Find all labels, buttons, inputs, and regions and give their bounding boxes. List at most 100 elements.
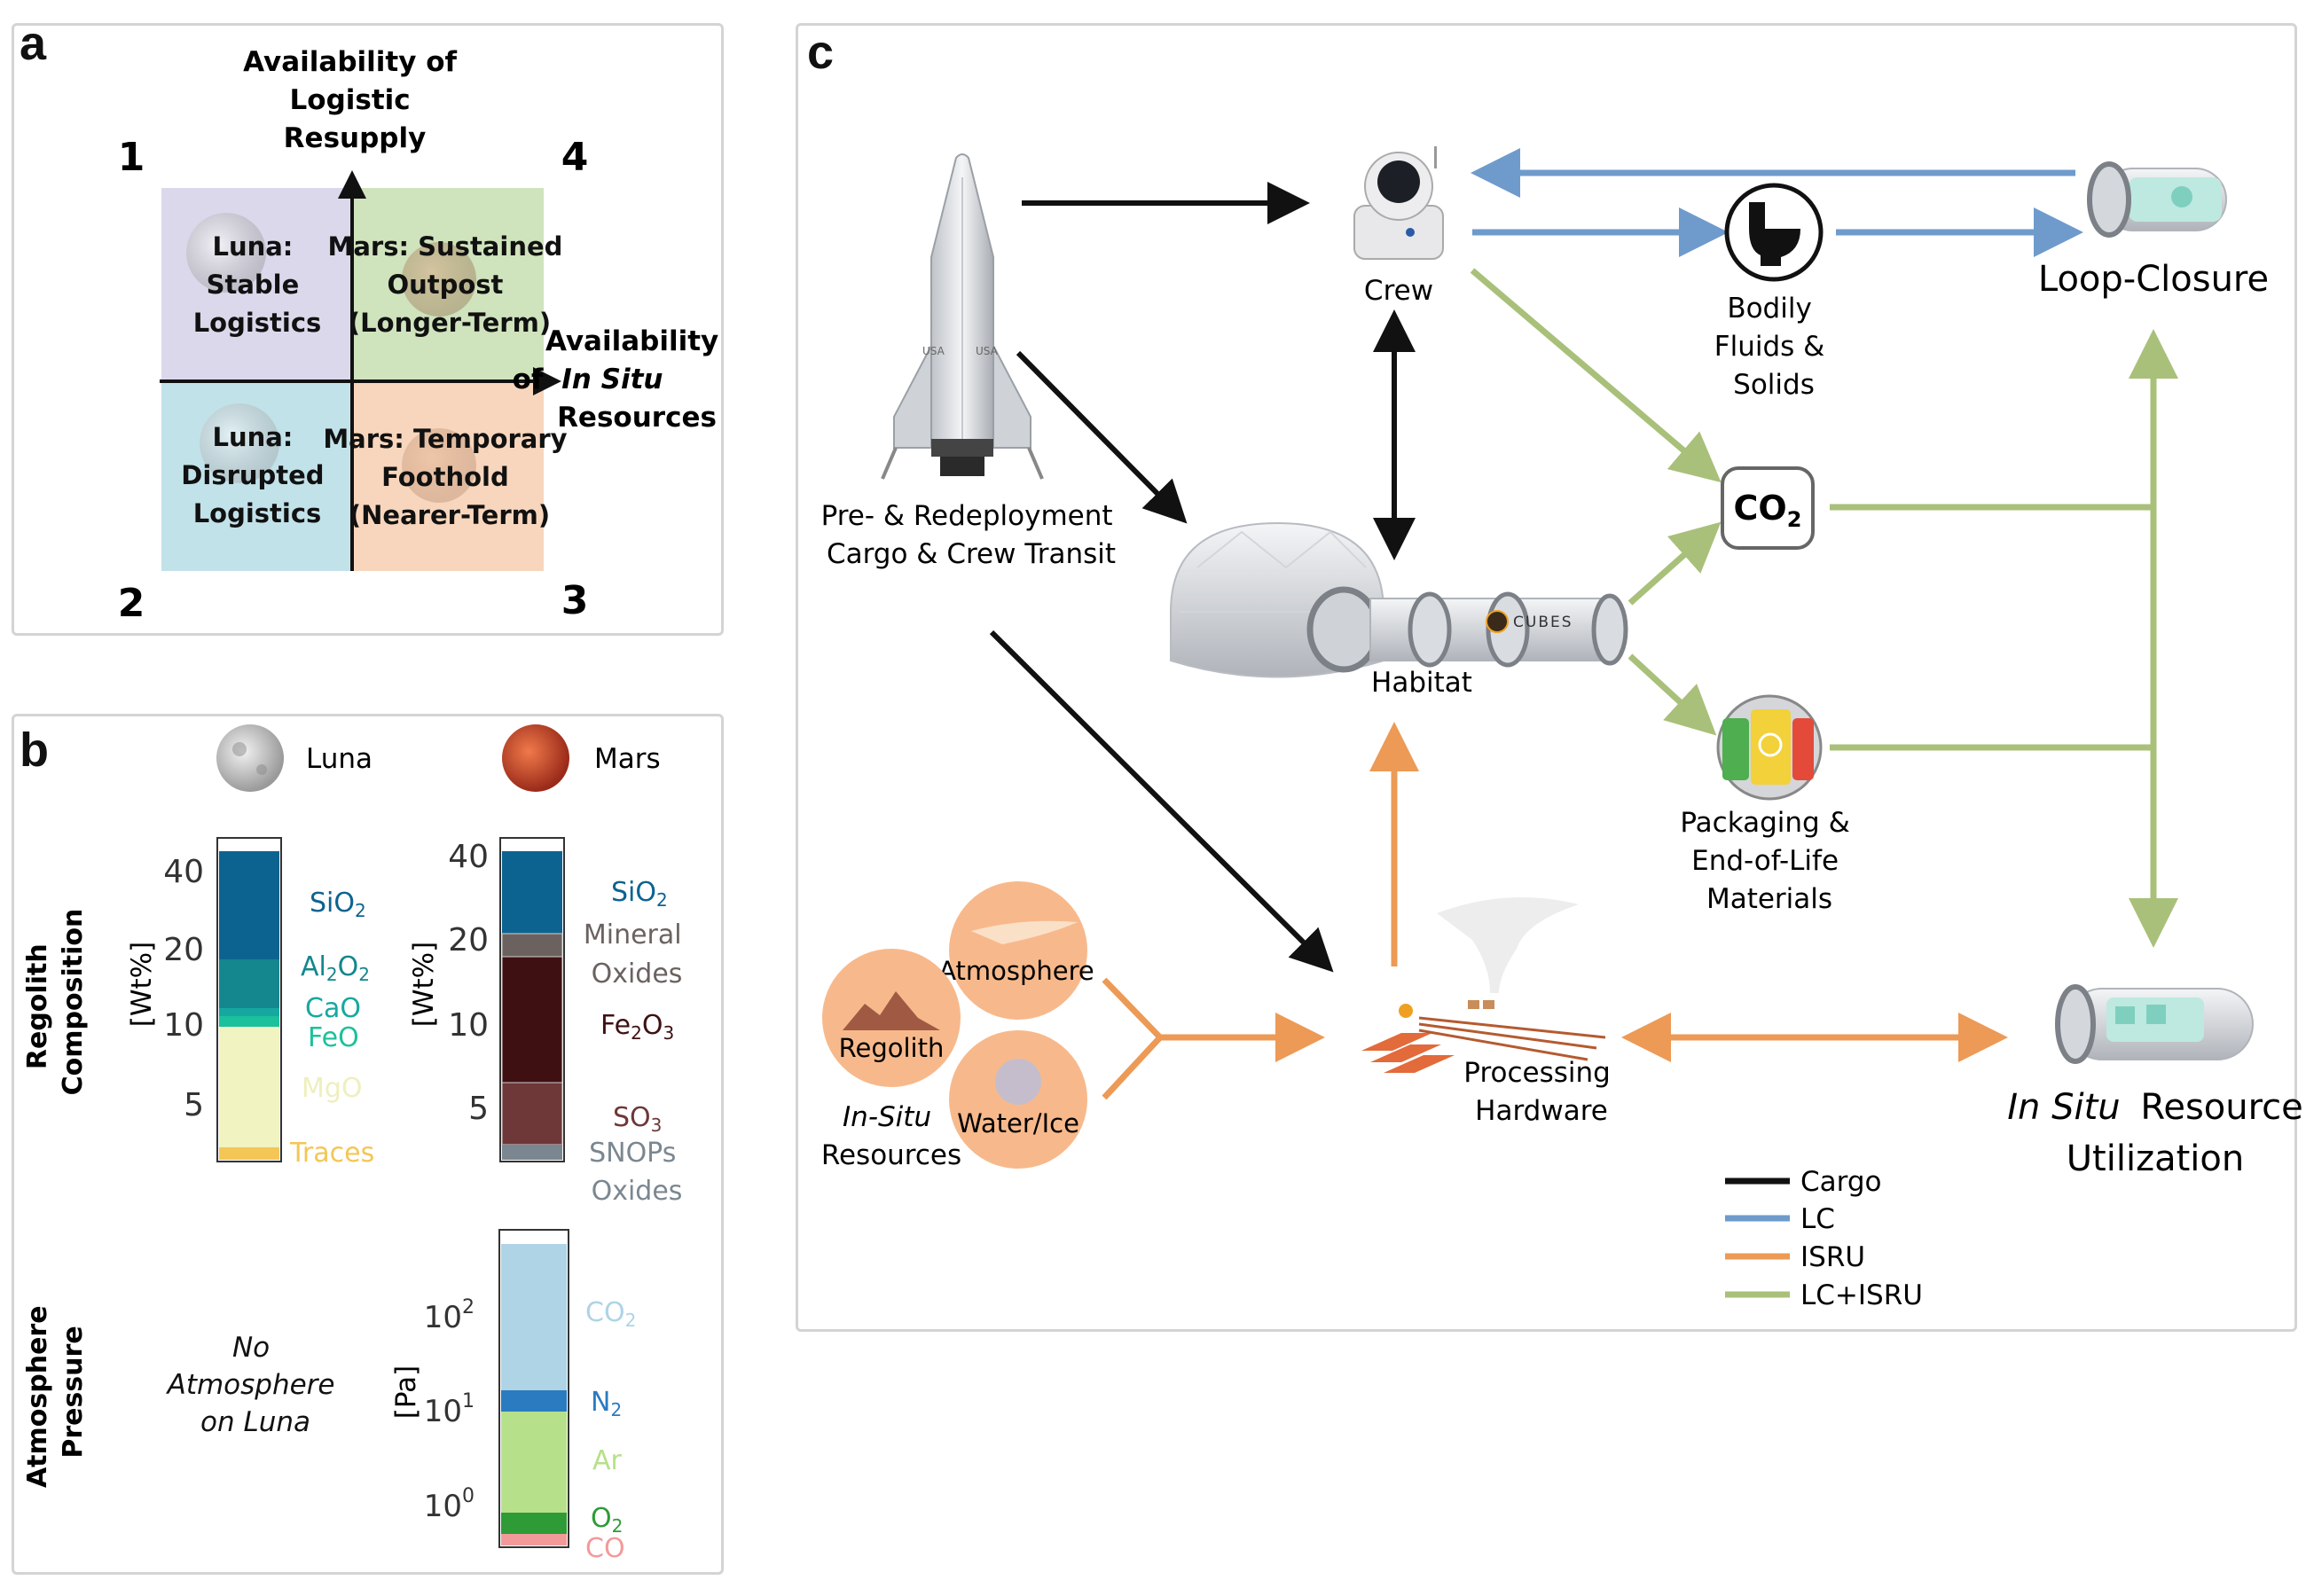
no-atmosphere-line2: Atmosphere bbox=[166, 1369, 335, 1401]
mountain-icon bbox=[843, 991, 940, 1030]
luna-crater-2 bbox=[256, 764, 267, 775]
svg-text:Availability of Logistic: Availability of Logistic Resupply bbox=[243, 46, 467, 154]
rocket-usa-right: USA bbox=[976, 345, 999, 357]
transit-label-line1: Pre- & Redeployment bbox=[821, 500, 1113, 532]
isru-label: In Situ Resource bbox=[2007, 1087, 2303, 1128]
mars-pa-unit: [Pa] bbox=[390, 1365, 422, 1420]
atm-label-o2: O2 bbox=[591, 1503, 623, 1537]
regolith-resource-label: Regolith bbox=[839, 1033, 945, 1063]
svg-text:Regolith Composition: Regolith Composition bbox=[22, 909, 89, 1096]
regolith-title-line1: Regolith bbox=[22, 943, 53, 1069]
in-situ-label-line2: Resources bbox=[821, 1139, 961, 1171]
quadrant-top-left bbox=[161, 188, 352, 381]
atmosphere-resource-circle bbox=[949, 881, 1087, 1020]
svg-text:Luna: Disrupted Logist: Luna: Disrupted Logistics bbox=[181, 422, 333, 528]
atmosphere-title-line2: Pressure bbox=[58, 1326, 89, 1458]
rocket-icon: USA USA bbox=[881, 153, 1044, 480]
quadrant-tr-line3: (Longer-Term) bbox=[349, 308, 551, 338]
x-axis-title-line2b: In Situ bbox=[561, 364, 663, 395]
arrow-transit-habitat bbox=[1016, 350, 1188, 524]
quadrant-number-3: 3 bbox=[561, 578, 589, 623]
habitat-icon bbox=[1170, 521, 1628, 678]
luna-bar-cao bbox=[219, 1008, 279, 1016]
mars-icon bbox=[502, 724, 569, 792]
atm-bar-n2 bbox=[501, 1390, 567, 1412]
panel-c-label: c bbox=[807, 26, 835, 79]
svg-text:Bodily Fluids & Solids: Bodily Fluids & Solids bbox=[1714, 293, 1833, 401]
atm-bar-co bbox=[501, 1534, 567, 1545]
mars-wt-unit: [Wt%] bbox=[408, 942, 440, 1027]
y-axis-title-line3: Resupply bbox=[284, 122, 427, 154]
mars-tick-20: 20 bbox=[448, 922, 489, 958]
processing-label-line2: Hardware bbox=[1475, 1095, 1608, 1127]
ice-icon bbox=[995, 1059, 1041, 1105]
legend-label-cargo: Cargo bbox=[1800, 1166, 1882, 1198]
x-axis-title-line2a: of bbox=[513, 364, 544, 395]
line-resources-merge-bottom bbox=[1102, 1035, 1163, 1100]
mars-bar-snops bbox=[502, 1145, 562, 1160]
loop-closure-label: Loop-Closure bbox=[2038, 259, 2269, 300]
quadrant-bl-line3: Logistics bbox=[193, 498, 322, 528]
processing-hardware-icon bbox=[1361, 897, 1606, 1073]
atm-label-ar: Ar bbox=[592, 1445, 623, 1476]
quadrant-tr-line2: Outpost bbox=[387, 270, 503, 300]
quadrant-number-1: 1 bbox=[118, 135, 145, 180]
mars-label-snops: SNOPs Oxides bbox=[589, 1138, 685, 1207]
arrow-transit-processing bbox=[989, 630, 1334, 973]
bodily-label-line3: Solids bbox=[1733, 369, 1815, 401]
luna-wt-unit: [Wt%] bbox=[126, 942, 158, 1027]
legend-label-lc-isru: LC+ISRU bbox=[1800, 1279, 1923, 1311]
astronaut-icon bbox=[1353, 146, 1444, 260]
quadrant-br-line3: (Nearer-Term) bbox=[349, 500, 550, 530]
y-axis-title-line1: Availability of bbox=[243, 46, 457, 78]
packaging-label-line3: Materials bbox=[1706, 883, 1832, 915]
legend-label-isru: ISRU bbox=[1800, 1241, 1865, 1273]
svg-text:Packaging & End-of-Life: Packaging & End-of-Life Materials bbox=[1680, 807, 1858, 915]
panel-b bbox=[12, 714, 724, 1575]
transit-label-line2: Cargo & Crew Transit bbox=[827, 538, 1116, 570]
packaging-label-line2: End-of-Life bbox=[1691, 845, 1839, 877]
processing-label-line1: Processing bbox=[1463, 1057, 1611, 1089]
svg-text:Mars: Temporary Foothold: Mars: Temporary Foothold (Nearer-Term) bbox=[323, 424, 576, 530]
bodily-label-line2: Fluids & bbox=[1714, 331, 1825, 363]
svg-text:Availability of In Sit: Availability of In Situ Resources bbox=[513, 325, 728, 434]
loop-closure-module-icon bbox=[2087, 161, 2227, 238]
mars-title: Mars bbox=[594, 743, 661, 775]
atmosphere-title-line1: Atmosphere bbox=[22, 1305, 53, 1488]
mars-faint-2 bbox=[402, 428, 476, 503]
quadrant-tl-line2: Stable bbox=[207, 270, 300, 300]
luna-label-al2o2: Al2O2 bbox=[301, 951, 370, 985]
svg-text:Luna: Stable Logistics: Luna: Stable Logistics bbox=[193, 231, 322, 338]
luna-label-mgo: MgO bbox=[302, 1073, 363, 1104]
luna-tick-20: 20 bbox=[163, 932, 204, 968]
luna-label-sio2: SiO2 bbox=[310, 888, 366, 921]
mars-bar-sio2 bbox=[502, 851, 562, 934]
water-resource-label: Water/Ice bbox=[957, 1108, 1079, 1138]
cloud-icon bbox=[971, 920, 1078, 944]
panel-b-label: b bbox=[20, 724, 49, 777]
no-atmosphere-line3: on Luna bbox=[200, 1406, 310, 1438]
co2-box bbox=[1721, 466, 1815, 550]
luna-bar-mgo bbox=[219, 1027, 279, 1147]
arrow-habitat-co2 bbox=[1628, 521, 1722, 606]
arrow-crew-co2 bbox=[1470, 268, 1722, 483]
luna-label-cao: CaO bbox=[305, 993, 361, 1024]
pa-tick-2: 102 bbox=[424, 1296, 475, 1335]
quadrant-bl-line1: Luna: bbox=[212, 422, 293, 452]
quadrant-tr-line1: Mars: Sustained bbox=[327, 231, 562, 262]
pa-tick-0: 100 bbox=[424, 1485, 475, 1524]
packaging-label-line1: Packaging & bbox=[1680, 807, 1849, 839]
mars-bar-so3 bbox=[501, 1082, 563, 1146]
luna-tick-40: 40 bbox=[163, 854, 204, 890]
mars-label-fe2o3: Fe2O3 bbox=[600, 1010, 674, 1044]
luna-tick-10: 10 bbox=[163, 1007, 204, 1044]
x-axis-title-line3: Resources bbox=[557, 402, 717, 434]
x-axis-title-line1: Availability bbox=[545, 325, 718, 357]
mars-label-sio2: SiO2 bbox=[611, 877, 668, 911]
svg-text:No Atmosphere on Luna: No Atmosphere on Luna bbox=[166, 1332, 344, 1438]
quadrant-bl-line2: Disrupted bbox=[181, 460, 324, 490]
co2-label: CO2 bbox=[1734, 489, 1802, 532]
svg-text:Mars: Sustained Outpost: Mars: Sustained Outpost (Longer-Term) bbox=[327, 231, 571, 338]
